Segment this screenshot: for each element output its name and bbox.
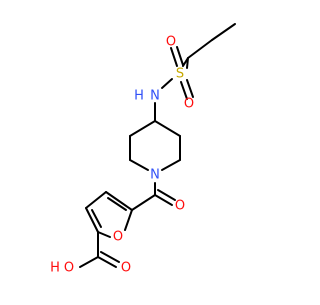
atom-oxygen-acid-hydroxyl: O <box>64 261 74 276</box>
bond-carbonyl-furan-c5 <box>131 194 156 211</box>
atom-oxygen-acid-carbonyl: O <box>121 261 131 276</box>
atom-nitrogen-amine: N <box>150 89 160 104</box>
bond-acid-co-a <box>97 256 117 268</box>
bond-furan-c2-c3 <box>85 207 99 233</box>
bond-s-o-top-a <box>170 47 178 67</box>
atom-hydrogen-acid: H <box>50 261 60 276</box>
bond-propyl-c2-c3 <box>187 39 213 59</box>
bond-s-n <box>161 78 173 89</box>
bond-s-o-bottom-b <box>186 79 194 98</box>
bond-ring-n1-c6 <box>129 159 149 171</box>
bond-furan-c4-c5 <box>105 191 133 211</box>
bond-s-o-top-b <box>176 46 184 66</box>
bond-acid-co-b <box>100 251 120 263</box>
bond-propyl-c1-c2 <box>211 23 236 41</box>
bond-furan-c4-c5-inner <box>107 197 127 211</box>
atom-hydrogen-amine: H <box>134 89 144 104</box>
bond-furan-o-c2 <box>97 231 111 238</box>
bond-furan-c3-c4 <box>85 191 107 209</box>
atom-nitrogen-piperidine: N <box>150 168 160 183</box>
molecule-structure: O S O H N N O O H O O <box>50 23 236 276</box>
molecule-canvas: O S O H N N O O H O O <box>50 23 236 276</box>
atom-oxygen-furan: O <box>113 230 123 245</box>
bond-acid-c-oh <box>79 256 99 268</box>
bond-s-o-bottom-a <box>180 81 188 100</box>
bond-furan-c2-c3-inner <box>91 209 102 228</box>
bond-ring-c4-c3 <box>154 120 181 137</box>
bond-furan-c5-o <box>124 209 133 231</box>
bond-carbonyl-co-a <box>154 194 173 206</box>
bond-carbonyl-co-b <box>157 189 176 201</box>
atom-sulfur: S <box>176 67 184 82</box>
atom-oxygen-sulfonyl-top: O <box>166 35 176 50</box>
atom-oxygen-sulfonyl-bottom: O <box>184 97 194 112</box>
bond-ring-c2-n1 <box>161 159 181 171</box>
bond-ring-c5-c4 <box>129 120 156 137</box>
atom-oxygen-carbonyl: O <box>175 199 185 214</box>
